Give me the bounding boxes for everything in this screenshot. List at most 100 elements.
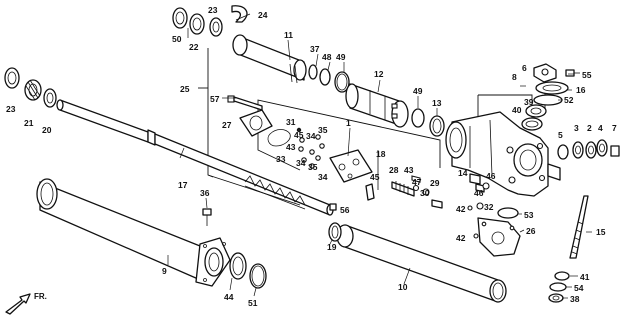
ring-37	[308, 64, 318, 80]
callout-5: 5	[558, 130, 563, 140]
part-32	[476, 202, 484, 210]
ring-3	[572, 141, 584, 159]
ring-20	[43, 88, 57, 108]
callout-42-bottom: 42	[456, 233, 466, 243]
callout-19: 19	[327, 242, 337, 252]
part-45-top	[299, 137, 305, 143]
pinion-shaft-15	[569, 195, 589, 259]
callout-3: 3	[574, 123, 579, 133]
seal-22	[189, 13, 205, 35]
cylinder-tube-10	[336, 224, 507, 303]
callout-47: 47	[412, 177, 422, 187]
callout-45-top: 45	[294, 130, 304, 140]
bolt-36	[202, 208, 212, 226]
seal-23-top	[209, 17, 223, 37]
bolt-56	[329, 203, 337, 211]
rack-tube-17	[56, 99, 334, 216]
callout-18: 18	[376, 149, 386, 159]
callout-46: 46	[474, 188, 484, 198]
callout-49-top: 49	[336, 52, 346, 62]
ball-31	[296, 127, 302, 133]
ring-51	[249, 263, 267, 289]
seal-53	[497, 207, 519, 219]
bearing-39	[525, 104, 547, 118]
cover-27	[239, 109, 273, 137]
callout-1: 1	[346, 118, 351, 128]
callout-42-top: 42	[456, 204, 466, 214]
callout-49-mid: 49	[413, 86, 423, 96]
callout-9: 9	[162, 266, 167, 276]
callout-50: 50	[172, 34, 182, 44]
callout-14: 14	[458, 168, 468, 178]
callout-43-mid: 43	[404, 165, 414, 175]
callout-39: 39	[524, 97, 534, 107]
left-end-seals	[4, 67, 57, 108]
callout-37: 37	[310, 44, 320, 54]
callout-15: 15	[596, 227, 606, 237]
callout-56: 56	[340, 205, 350, 215]
callout-27: 27	[222, 120, 232, 130]
callout-4: 4	[598, 123, 603, 133]
direction-label: FR.	[34, 292, 47, 301]
callout-53: 53	[524, 210, 534, 220]
callout-55: 55	[582, 70, 592, 80]
seal-23-left	[4, 67, 20, 89]
plug-29	[431, 199, 443, 209]
ring-2	[585, 141, 597, 159]
callout-38: 38	[570, 294, 580, 304]
part-35-b	[315, 155, 321, 161]
callout-8: 8	[512, 72, 517, 82]
callout-44: 44	[224, 292, 234, 302]
cylinder-11	[232, 34, 307, 84]
callout-25: 25	[180, 84, 190, 94]
fitting-4-46	[482, 182, 490, 190]
callout-labels: 50 22 23 24 11 37 48 49 12 49 13 25 57 2…	[6, 5, 617, 308]
callout-43-top: 43	[286, 142, 296, 152]
ring-13	[429, 115, 445, 137]
callout-57: 57	[210, 94, 220, 104]
ring-48	[319, 68, 331, 86]
valve-plate-1	[329, 149, 373, 183]
callout-34-a: 34	[306, 131, 316, 141]
callout-40: 40	[512, 105, 522, 115]
ring-19	[328, 222, 342, 242]
ring-38	[548, 293, 564, 303]
callout-29: 29	[430, 178, 440, 188]
parts-43-47	[411, 175, 421, 192]
bearing-41	[554, 271, 570, 281]
callout-24: 24	[258, 10, 268, 20]
gasket-16	[535, 81, 569, 95]
ring-4	[596, 139, 608, 157]
fitting-46-a	[475, 183, 485, 193]
callout-20: 20	[42, 125, 52, 135]
bushing-21	[24, 79, 42, 101]
callout-7: 7	[612, 123, 617, 133]
callout-52: 52	[564, 95, 574, 105]
seal-50	[172, 7, 188, 29]
callout-4-46: 46	[486, 171, 496, 181]
callout-54: 54	[574, 283, 584, 293]
callout-16: 16	[576, 85, 586, 95]
part-42-bottom	[473, 233, 479, 239]
callout-33: 33	[276, 154, 286, 164]
ring-7	[610, 145, 620, 157]
callout-30: 30	[420, 188, 430, 198]
bolt-55	[565, 69, 580, 77]
callout-41: 41	[580, 272, 590, 282]
ring-49-top	[334, 71, 350, 93]
callout-21: 21	[24, 118, 34, 128]
callout-10: 10	[398, 282, 408, 292]
callout-23-left: 23	[6, 104, 16, 114]
part-43-top	[298, 146, 304, 152]
callout-31: 31	[286, 117, 296, 127]
callout-28: 28	[389, 165, 399, 175]
cylinder-boot-9	[36, 178, 206, 283]
leader-lines	[167, 13, 592, 299]
pin-45-lower	[365, 183, 375, 201]
callout-34-c: 34	[318, 172, 328, 182]
valve-small-parts	[296, 127, 325, 169]
part-34-a	[315, 134, 321, 140]
part-34-c	[301, 157, 307, 163]
